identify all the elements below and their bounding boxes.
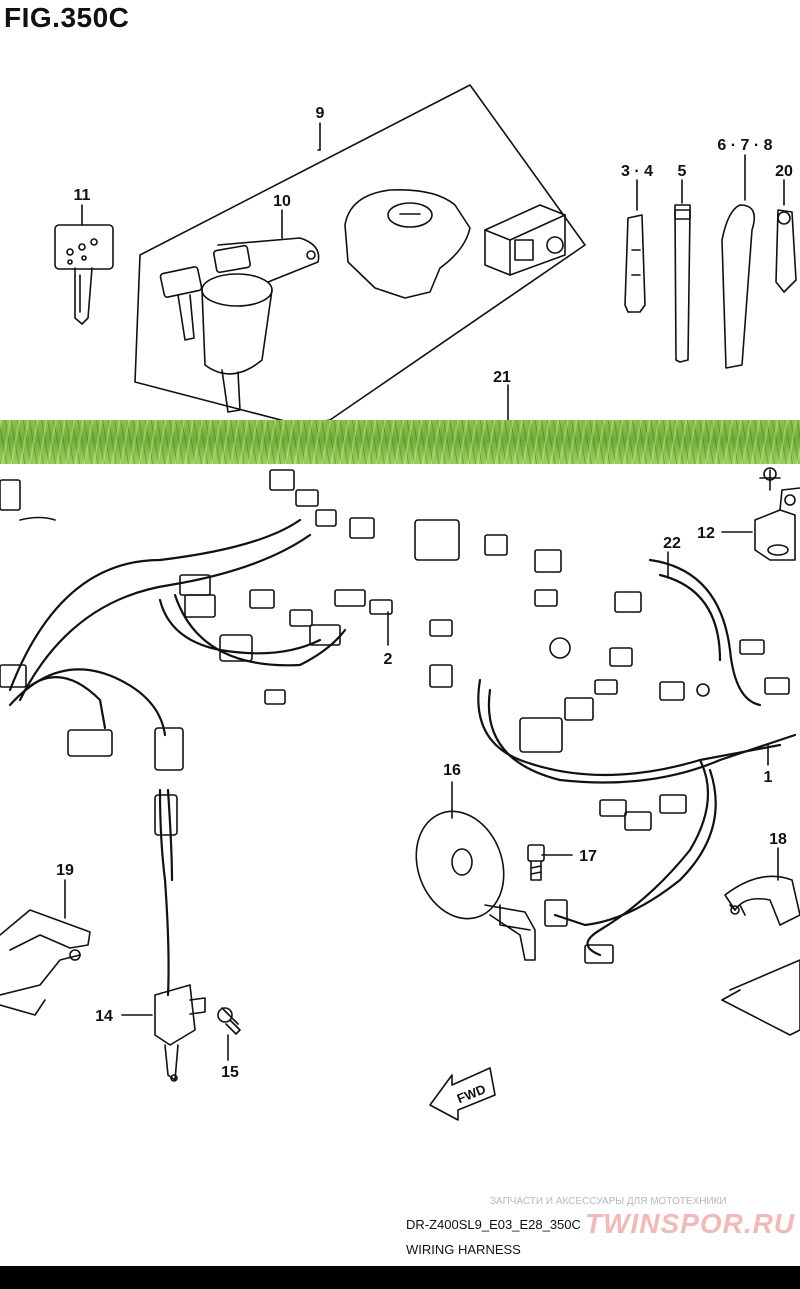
screw-15-part bbox=[217, 1007, 241, 1035]
bottom-bar bbox=[0, 1266, 800, 1289]
callout-20: 20 bbox=[775, 163, 793, 180]
ignition-set-box bbox=[134, 84, 586, 426]
fwd-arrow-shape bbox=[429, 1067, 496, 1121]
callout-19: 19 bbox=[56, 862, 74, 879]
wiring-harness-part bbox=[8, 518, 797, 997]
callout-10: 10 bbox=[273, 193, 291, 210]
callout-12: 12 bbox=[697, 525, 715, 542]
relay-bracket-part bbox=[754, 467, 800, 561]
title-caption: WIRING HARNESS bbox=[406, 1242, 521, 1257]
callout-5: 5 bbox=[678, 163, 687, 180]
watermark-text: ЗАПЧАСТИ И АКСЕССУАРЫ ДЛЯ МОТОТЕХНИКИ bbox=[490, 1196, 727, 1207]
figure-title: FIG.350C bbox=[4, 2, 130, 33]
callout-11: 11 bbox=[74, 187, 91, 204]
callout-14: 14 bbox=[95, 1008, 113, 1025]
horn-part bbox=[415, 810, 536, 961]
clamp-parts bbox=[624, 154, 797, 369]
callout-17: 17 bbox=[579, 848, 597, 865]
callout-labels: 9 10 11 3 · 4 5 6 · 7 · 8 20 21 12 22 2 … bbox=[56, 105, 793, 1106]
green-band-overlay bbox=[0, 420, 800, 464]
bracket-19-part bbox=[0, 909, 91, 1016]
model-caption: DR-Z400SL9_E03_E28_350C bbox=[406, 1217, 581, 1232]
key-part bbox=[54, 204, 114, 325]
callout-15: 15 bbox=[221, 1064, 239, 1081]
fuel-cap-part bbox=[344, 188, 471, 299]
seat-lock-part bbox=[484, 204, 566, 276]
callout-9: 9 bbox=[316, 105, 325, 122]
callout-1: 1 bbox=[764, 769, 773, 786]
callout-21: 21 bbox=[493, 369, 511, 386]
callout-16: 16 bbox=[443, 762, 461, 779]
sensor-14-part bbox=[154, 984, 206, 1082]
callout-22: 22 bbox=[663, 535, 681, 552]
callout-18: 18 bbox=[769, 831, 787, 848]
watermark-brand: TWINSPOR.RU bbox=[585, 1208, 796, 1239]
callout-2: 2 bbox=[384, 651, 393, 668]
callout-3-4: 3 · 4 bbox=[621, 163, 653, 180]
lead-lines bbox=[64, 384, 779, 1061]
ignition-switch-part bbox=[159, 209, 320, 413]
bracket-18-part bbox=[721, 875, 800, 1036]
bolt-17-part bbox=[527, 844, 545, 881]
harness-connectors bbox=[0, 469, 790, 964]
callout-6-7-8: 6 · 7 · 8 bbox=[717, 137, 772, 154]
